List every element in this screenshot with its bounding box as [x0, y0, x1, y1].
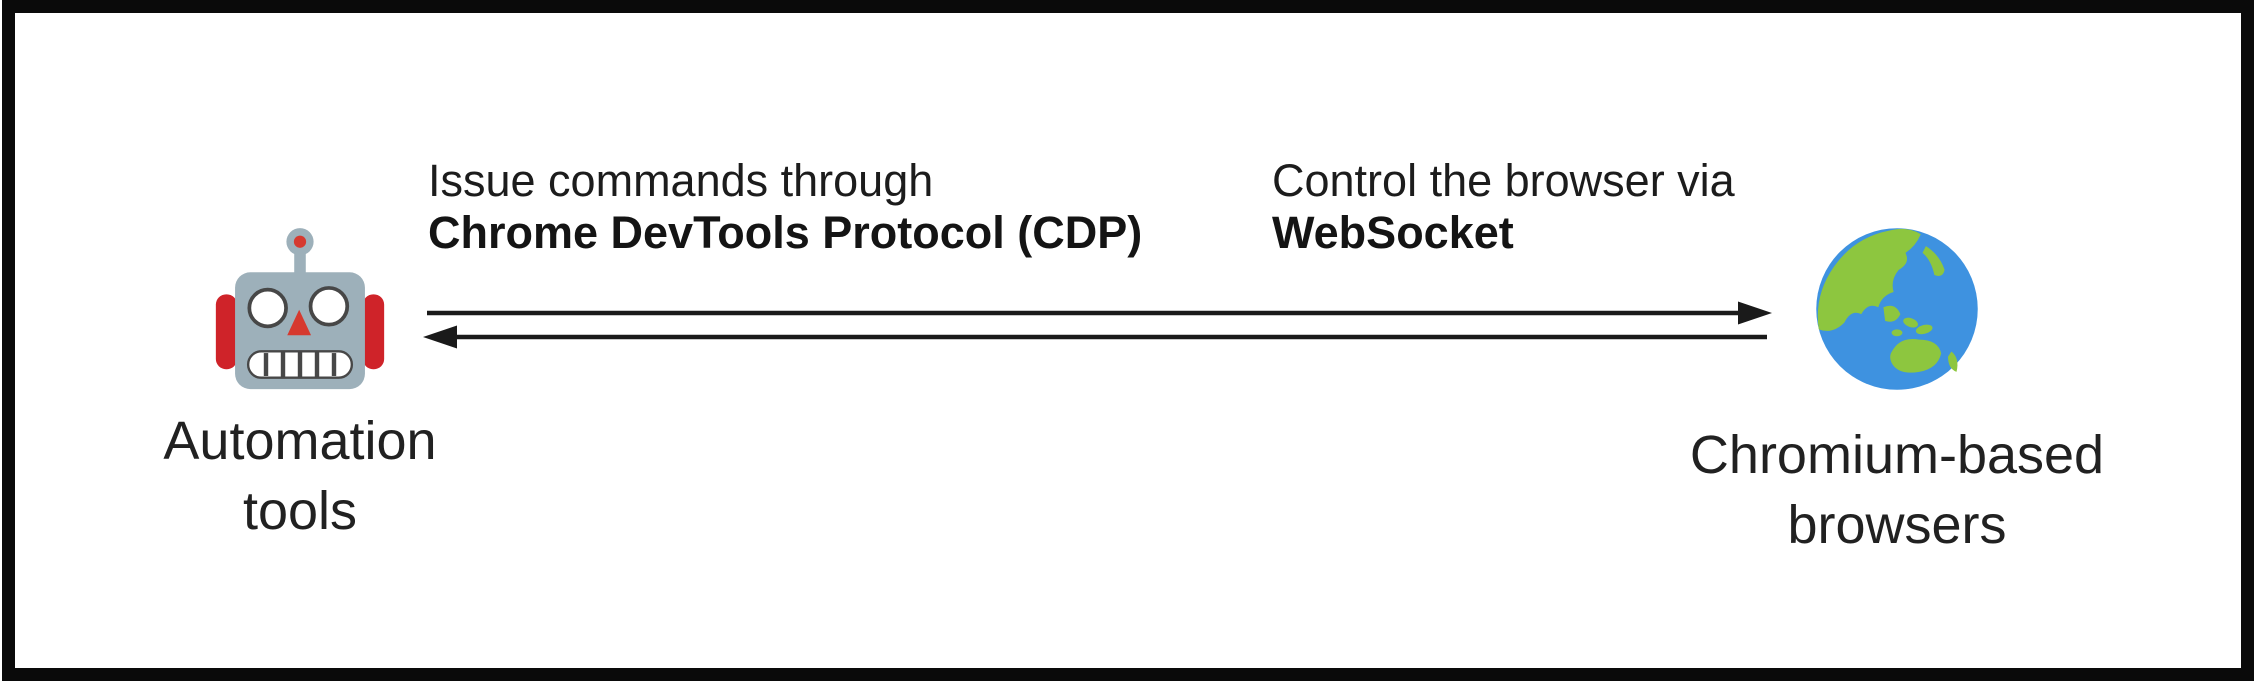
automation-tools-label-line2: tools — [242, 481, 358, 541]
websocket-caption-line2: WebSocket — [1272, 207, 1514, 258]
chromium-browsers-label-line1: Chromium-based — [1689, 425, 2105, 485]
globe-icon — [1812, 224, 1982, 394]
bidirectional-arrow — [420, 295, 1780, 355]
arrow-right-line — [427, 301, 1772, 325]
automation-tools-label: Automation tools — [80, 406, 520, 546]
chromium-browsers-label-line2: browsers — [1787, 495, 2007, 555]
automation-tools-label-line1: Automation — [163, 411, 437, 471]
cdp-caption-line2: Chrome DevTools Protocol (CDP) — [428, 207, 1143, 258]
chromium-browsers-label: Chromium-based browsers — [1647, 420, 2147, 560]
websocket-caption: Control the browser via WebSocket — [1272, 155, 1735, 259]
arrow-left-line — [423, 325, 1767, 349]
cdp-caption: Issue commands through Chrome DevTools P… — [428, 155, 1142, 259]
websocket-caption-line1: Control the browser via — [1272, 155, 1735, 206]
cdp-caption-line1: Issue commands through — [428, 155, 934, 206]
robot-icon — [215, 222, 385, 394]
